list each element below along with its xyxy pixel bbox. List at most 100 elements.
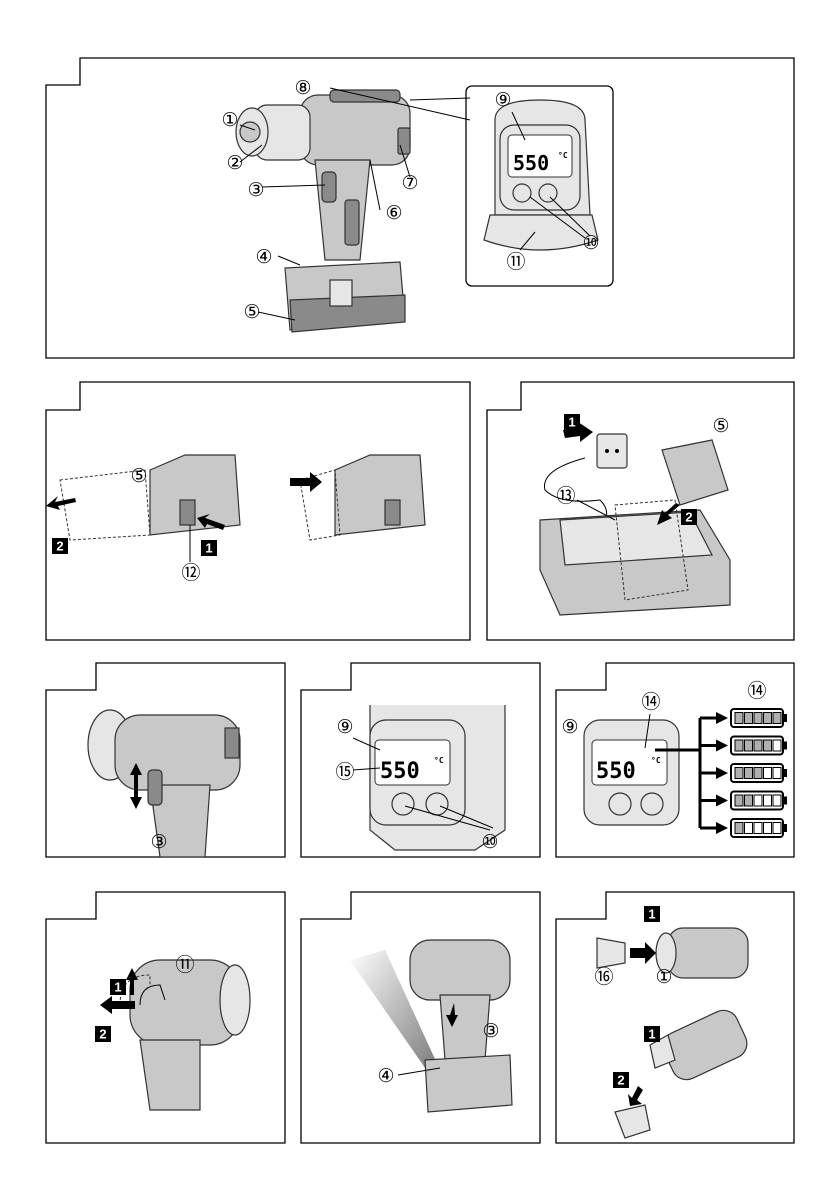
callout-battery-c: ⑤ (712, 415, 729, 437)
step-badge-1 (110, 979, 126, 995)
callout-hook: ⑪ (506, 251, 525, 273)
arrow-head-icon (716, 794, 728, 807)
callout-nozzle: ① (221, 109, 238, 131)
step-label: 2 (56, 539, 63, 554)
heat-gun-illustration (235, 89, 411, 333)
control-panel-inset: 550 °C (483, 99, 599, 251)
step-badge-1 (201, 540, 217, 556)
callout-7: ⑦ (401, 172, 418, 194)
panel-frame-battery-removal (45, 381, 471, 641)
callout-battery-b: ⑤ (130, 465, 147, 487)
battery-segment (734, 794, 744, 807)
panel-frame-battery-indicator (555, 662, 795, 858)
inset-unit: °C (558, 151, 568, 160)
panel-frame-hook (45, 891, 286, 1144)
nozzle-illustration (596, 927, 749, 1139)
callout-buttons-2: ⑩ (481, 831, 498, 853)
step-label: 1 (648, 1027, 655, 1042)
step-badge-1 (644, 906, 660, 922)
battery-segment (734, 739, 744, 752)
callout-switch-3: ③ (482, 1020, 499, 1042)
callout-display: ⑨ (494, 89, 511, 111)
battery-segment (734, 767, 744, 779)
battery-removal-illustration (46, 454, 426, 541)
battery-level-icon (700, 735, 787, 756)
step-badge-1 (644, 1026, 660, 1042)
step-badge-2 (613, 1072, 629, 1088)
step-label: 2 (685, 510, 692, 525)
arrow-head-icon (716, 739, 728, 752)
charger-illustration (539, 422, 731, 616)
callout-light: ④ (255, 246, 272, 268)
panel-frame-charging (486, 381, 795, 641)
panel-frame-overview (45, 57, 795, 359)
indicator-temperature: 550 (596, 759, 636, 784)
battery-level-icon (700, 763, 787, 783)
indicator-unit: °C (651, 756, 661, 765)
arrow-head-icon (716, 822, 728, 834)
battery-indicator-display: 550 °C (583, 718, 702, 828)
callout-light-2: ④ (377, 1065, 394, 1087)
panel-frame-display (300, 662, 541, 858)
battery-terminal (783, 741, 787, 750)
switch-illustration (87, 709, 241, 858)
display-illustration: 550 °C (369, 705, 506, 851)
battery-segment (763, 767, 772, 779)
step-label: 1 (205, 541, 212, 556)
inset-temperature: 550 (513, 151, 549, 175)
callout-display-3: ⑨ (561, 716, 578, 738)
battery-segment (753, 739, 763, 752)
step-label: 1 (114, 980, 121, 995)
panel-frame-switch (45, 662, 286, 858)
panel-frame-light (300, 891, 541, 1144)
step-label: 1 (568, 415, 575, 430)
callout-buttons: ⑩ (582, 232, 599, 254)
battery-segment (734, 712, 744, 724)
battery-terminal (783, 769, 787, 777)
battery-segment (772, 739, 782, 752)
battery-segment (734, 822, 744, 834)
callout-nozzle-2: ① (655, 966, 672, 988)
callout-battery-indicator: ⑭ (641, 691, 660, 713)
battery-segment (772, 712, 782, 724)
display-temperature: 550 (380, 759, 420, 784)
hook-illustration (100, 959, 251, 1111)
battery-segment (763, 739, 772, 752)
battery-segment (753, 794, 763, 807)
callout-battery: ⑤ (243, 301, 260, 323)
callout-release-button: ⑫ (181, 562, 200, 584)
callout-temperature: ⑮ (335, 761, 354, 783)
step-label: 2 (617, 1073, 624, 1088)
arrow-head-icon (716, 767, 728, 779)
battery-segment (744, 739, 753, 752)
callout-charger: ⑬ (556, 485, 575, 507)
battery-terminal (783, 824, 787, 832)
inset-frame (465, 85, 614, 287)
step-badge-2 (681, 509, 697, 525)
panel-frame-nozzle (555, 891, 795, 1144)
step-badge-2 (52, 538, 68, 554)
battery-level-icon (700, 818, 787, 838)
display-unit: °C (434, 756, 444, 765)
battery-segment (744, 794, 753, 807)
battery-level-icon (700, 790, 787, 811)
battery-segment (753, 822, 763, 834)
battery-segment (744, 712, 753, 724)
battery-segment (772, 767, 782, 779)
battery-segment (744, 822, 753, 834)
callout-nozzle-attachment: ⑯ (594, 966, 613, 988)
battery-segment (772, 822, 782, 834)
battery-segment (763, 822, 772, 834)
callout-8: ⑧ (294, 77, 311, 99)
battery-terminal (783, 796, 787, 805)
battery-segment (763, 794, 772, 807)
callout-2: ② (226, 152, 243, 174)
battery-level-list (700, 708, 787, 838)
battery-segment (772, 794, 782, 807)
battery-level-icon (700, 708, 787, 728)
arrow-head-icon (716, 712, 728, 724)
callout-display-2: ⑨ (336, 716, 353, 738)
battery-segment (753, 712, 763, 724)
step-label: 1 (648, 907, 655, 922)
step-badge-2 (95, 1026, 111, 1042)
